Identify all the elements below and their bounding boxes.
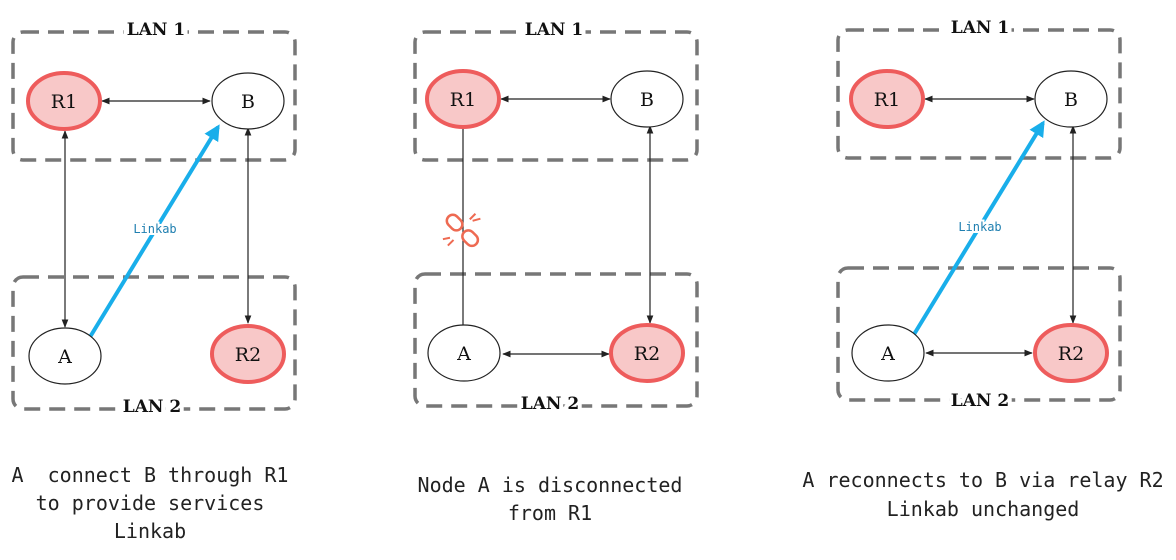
node-r1-relay xyxy=(425,69,501,129)
lan-1-label: LAN 1 xyxy=(525,20,583,40)
node-b xyxy=(1034,70,1108,128)
caption-line-2: to provide services xyxy=(36,491,265,515)
caption-line-1: A connect B through R1 xyxy=(12,463,289,487)
node-r2-relay xyxy=(609,323,685,383)
lan-2-label: LAN 2 xyxy=(123,397,181,417)
linkab-arrow xyxy=(911,120,1045,338)
caption-line-1: A reconnects to B via relay R2 xyxy=(802,468,1163,492)
lan-1-box xyxy=(11,30,297,162)
node-r1-relay xyxy=(849,69,925,129)
node-a xyxy=(427,324,501,382)
node-a xyxy=(851,324,925,382)
node-a-label: A xyxy=(57,346,72,368)
node-r2-relay xyxy=(210,324,286,384)
lan-2-box xyxy=(11,275,297,411)
lan-1-box xyxy=(413,30,699,162)
lan-1-label: LAN 1 xyxy=(127,20,185,40)
node-r1-relay xyxy=(26,71,102,131)
panel-3: LAN 1 LAN 2 Linkab R1 B A R2 A reconnect… xyxy=(802,14,1163,521)
node-b-label: B xyxy=(1064,89,1078,111)
lan-2-box xyxy=(836,266,1122,402)
node-r1-label: R1 xyxy=(874,89,900,111)
node-a xyxy=(28,327,102,385)
node-r2-relay xyxy=(1033,323,1109,383)
lan-1-box xyxy=(836,28,1122,160)
panel-2: LAN 1 LAN 2 R1 B A R2 Node A is disconne… xyxy=(413,16,699,525)
caption-line-1: Node A is disconnected xyxy=(418,473,683,497)
caption-line-3: Linkab xyxy=(114,519,186,543)
node-r2-label: R2 xyxy=(634,343,660,365)
node-b-label: B xyxy=(640,89,654,111)
node-r2-label: R2 xyxy=(235,344,261,366)
broken-link-icon xyxy=(442,213,481,248)
node-a-label: A xyxy=(456,343,471,365)
node-b xyxy=(211,72,285,130)
node-b xyxy=(610,70,684,128)
node-r1-label: R1 xyxy=(450,89,476,111)
linkab-label: Linkab xyxy=(958,220,1001,234)
node-r1-label: R1 xyxy=(51,91,77,113)
node-a-label: A xyxy=(880,343,895,365)
linkab-arrow xyxy=(88,124,220,339)
linkab-label: Linkab xyxy=(133,222,176,236)
caption-line-2: from R1 xyxy=(508,501,592,525)
lan-1-label: LAN 1 xyxy=(951,18,1009,38)
caption-line-2: Linkab unchanged xyxy=(887,497,1080,521)
node-b-label: B xyxy=(241,91,255,113)
lan-2-box xyxy=(413,272,699,408)
node-r2-label: R2 xyxy=(1058,343,1084,365)
lan-2-label: LAN 2 xyxy=(951,391,1009,411)
panel-1: LAN 1 LAN 2 Linkab R1 B A R2 A connect B… xyxy=(11,16,297,543)
lan-2-label: LAN 2 xyxy=(521,394,579,414)
